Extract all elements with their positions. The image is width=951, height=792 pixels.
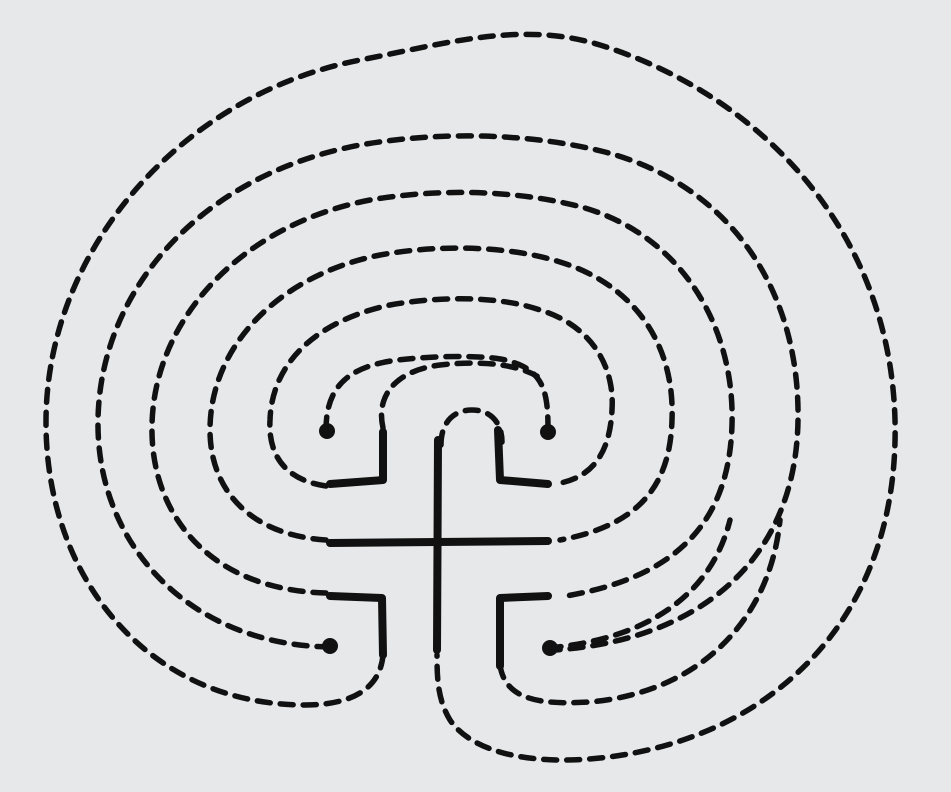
- dot-bottom-right: [542, 640, 558, 656]
- dot-bottom-left: [322, 638, 338, 654]
- cross-horizontal: [330, 541, 548, 543]
- dot-top-right: [540, 424, 556, 440]
- dot-top-left: [319, 423, 335, 439]
